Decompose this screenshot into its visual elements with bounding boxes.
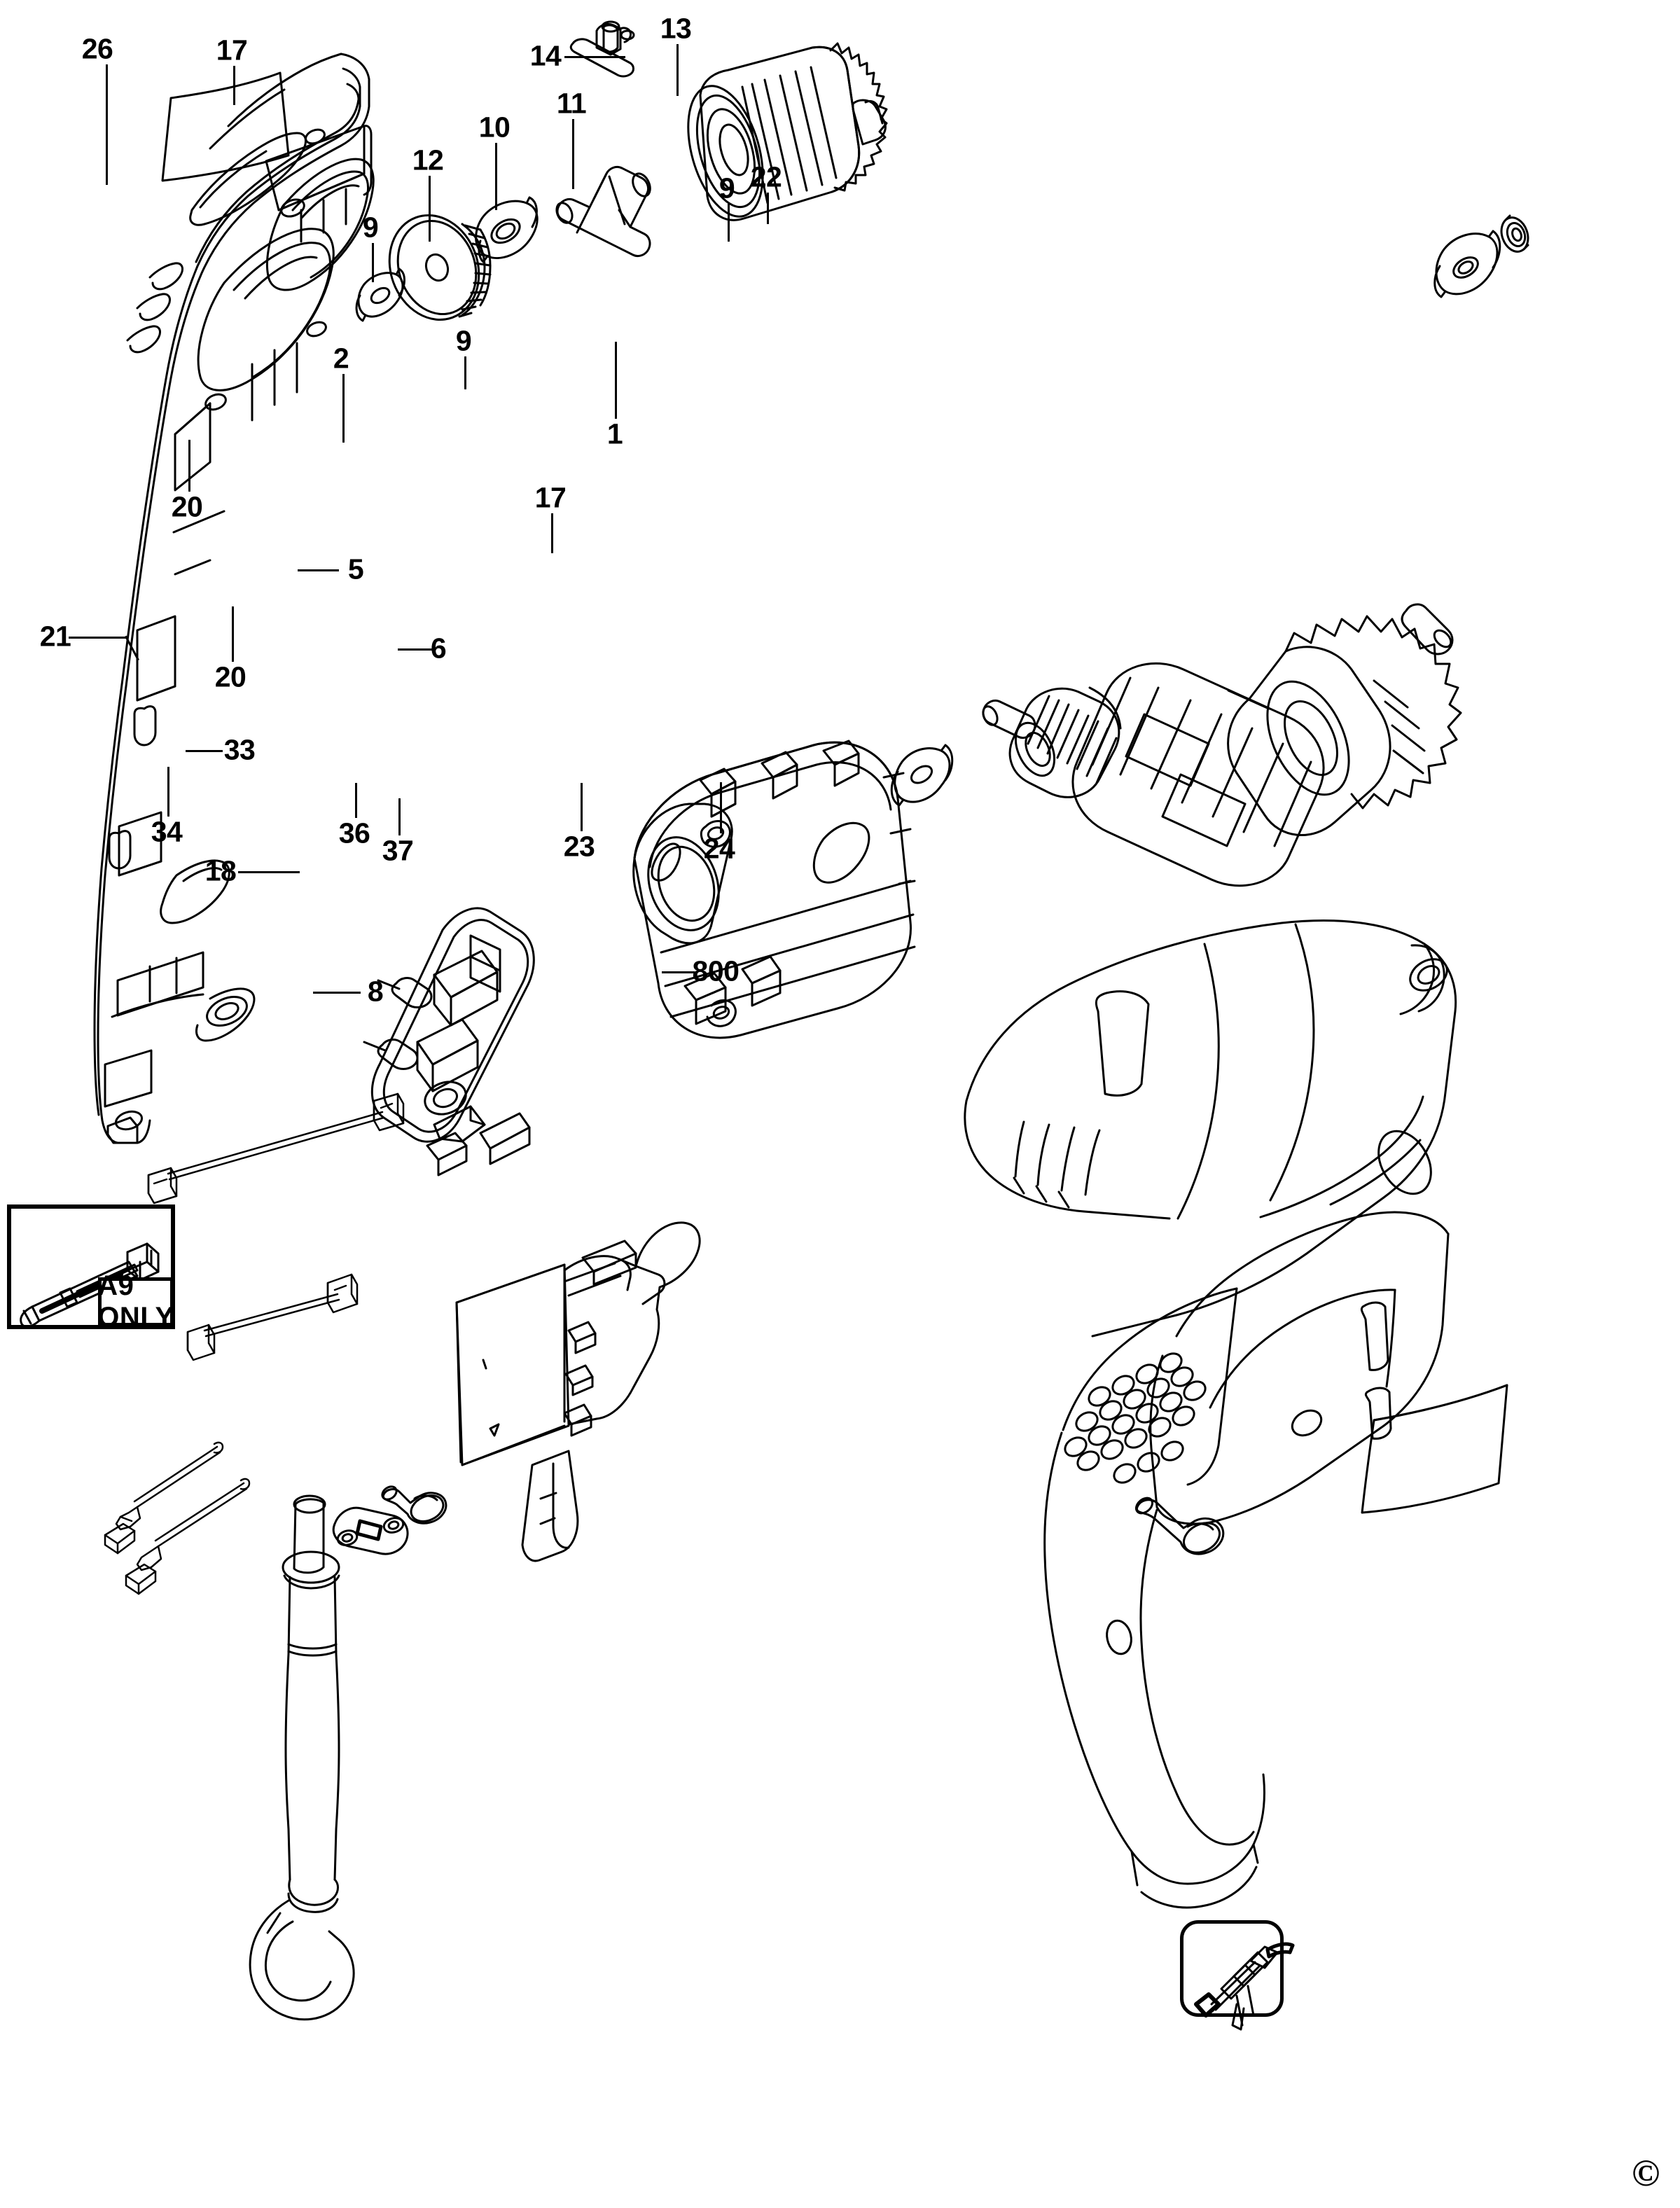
part-11-spindle xyxy=(555,165,651,258)
callout-1: 1 xyxy=(606,417,623,450)
leader-14 xyxy=(564,56,625,58)
a9-only-tag: A9 ONLY xyxy=(97,1270,174,1333)
callout-8: 8 xyxy=(367,975,384,1008)
callout-21: 21 xyxy=(39,620,71,653)
part-18-side-handle xyxy=(249,1494,355,2021)
callout-26: 26 xyxy=(81,32,113,65)
part-24-nameplate xyxy=(1361,1384,1508,1514)
leader-17b xyxy=(551,513,553,553)
leader-13 xyxy=(676,44,679,96)
leader-12 xyxy=(429,176,431,242)
callout-34: 34 xyxy=(151,815,183,848)
leader-5 xyxy=(298,569,339,571)
leader-21-horizontal xyxy=(69,637,126,639)
leader-18 xyxy=(238,871,300,873)
a9-only-inset-box xyxy=(7,1204,175,1329)
leader-10 xyxy=(495,143,497,210)
part-6-switch-assembly xyxy=(455,1221,701,1562)
leader-24 xyxy=(720,782,722,833)
part-22-seal xyxy=(1500,214,1529,253)
copyright-symbol: © xyxy=(1632,2152,1660,2194)
part-2-field-stator xyxy=(632,740,916,1039)
part-13-chuck xyxy=(687,42,888,221)
part-33-wire xyxy=(104,1441,224,1555)
callout-800: 800 xyxy=(692,954,740,987)
part-14-chuck-key xyxy=(569,20,635,78)
part-1-armature xyxy=(982,603,1462,887)
part-26-nameplate xyxy=(161,71,290,182)
callout-14: 14 xyxy=(529,39,562,72)
part-9a-bearing xyxy=(355,268,405,322)
callout-23: 23 xyxy=(563,830,595,863)
part-17-housing-half xyxy=(93,53,375,1144)
leader-9b xyxy=(728,204,730,242)
callout-2: 2 xyxy=(333,342,349,375)
part-34-wire xyxy=(125,1478,251,1595)
leader-37 xyxy=(398,798,401,835)
leader-8 xyxy=(313,992,361,994)
part-36-link xyxy=(332,1506,409,1555)
leader-17a xyxy=(233,66,235,105)
callout-20b: 20 xyxy=(214,660,247,693)
leader-800 xyxy=(662,971,695,973)
leader-33 xyxy=(186,750,223,752)
callout-22: 22 xyxy=(750,160,782,193)
callout-10: 10 xyxy=(478,111,511,144)
leader-6 xyxy=(398,648,433,651)
leader-23 xyxy=(581,783,583,831)
leader-11 xyxy=(572,119,574,189)
callout-33: 33 xyxy=(223,733,256,766)
leader-20b xyxy=(232,606,234,662)
callout-9a: 9 xyxy=(362,211,379,244)
callout-36: 36 xyxy=(338,817,370,849)
callout-17a: 17 xyxy=(216,34,248,67)
part-5-brush-holder xyxy=(363,907,535,1176)
part-12-gear xyxy=(388,214,492,321)
part-17b-housing-assembled xyxy=(964,919,1457,1909)
callout-20a: 20 xyxy=(171,490,203,523)
callout-17b: 17 xyxy=(534,481,567,514)
soft-grip-dots xyxy=(1064,1352,1207,1484)
callout-11: 11 xyxy=(556,87,587,120)
callout-18: 18 xyxy=(204,854,237,887)
leader-22 xyxy=(767,193,769,224)
callout-37: 37 xyxy=(382,834,414,867)
part-20a-wire-lead xyxy=(147,1092,405,1204)
callout-12: 12 xyxy=(412,144,444,176)
callout-5: 5 xyxy=(347,553,364,585)
leader-26 xyxy=(106,64,108,185)
callout-24: 24 xyxy=(703,832,735,865)
part-9c-bearing xyxy=(890,744,954,807)
callout-13: 13 xyxy=(660,12,692,45)
leader-36 xyxy=(355,783,357,818)
part-20b-wire-lead xyxy=(186,1273,359,1361)
callout-9c: 9 xyxy=(455,324,472,357)
part-10-washer xyxy=(475,196,539,263)
leader-20a xyxy=(188,440,190,492)
leader-1 xyxy=(615,342,617,419)
leader-34 xyxy=(167,767,169,817)
part-9b-bearing xyxy=(1433,230,1501,298)
part-37-pin xyxy=(381,1485,447,1525)
callout-6: 6 xyxy=(430,632,447,665)
cord-set-inset-box xyxy=(1180,1920,1284,2017)
callout-9b: 9 xyxy=(718,172,735,204)
leader-9a xyxy=(372,243,374,282)
part-800-cord-set xyxy=(1194,1942,1295,2031)
leader-9c xyxy=(464,356,466,389)
leader-2 xyxy=(342,374,345,443)
